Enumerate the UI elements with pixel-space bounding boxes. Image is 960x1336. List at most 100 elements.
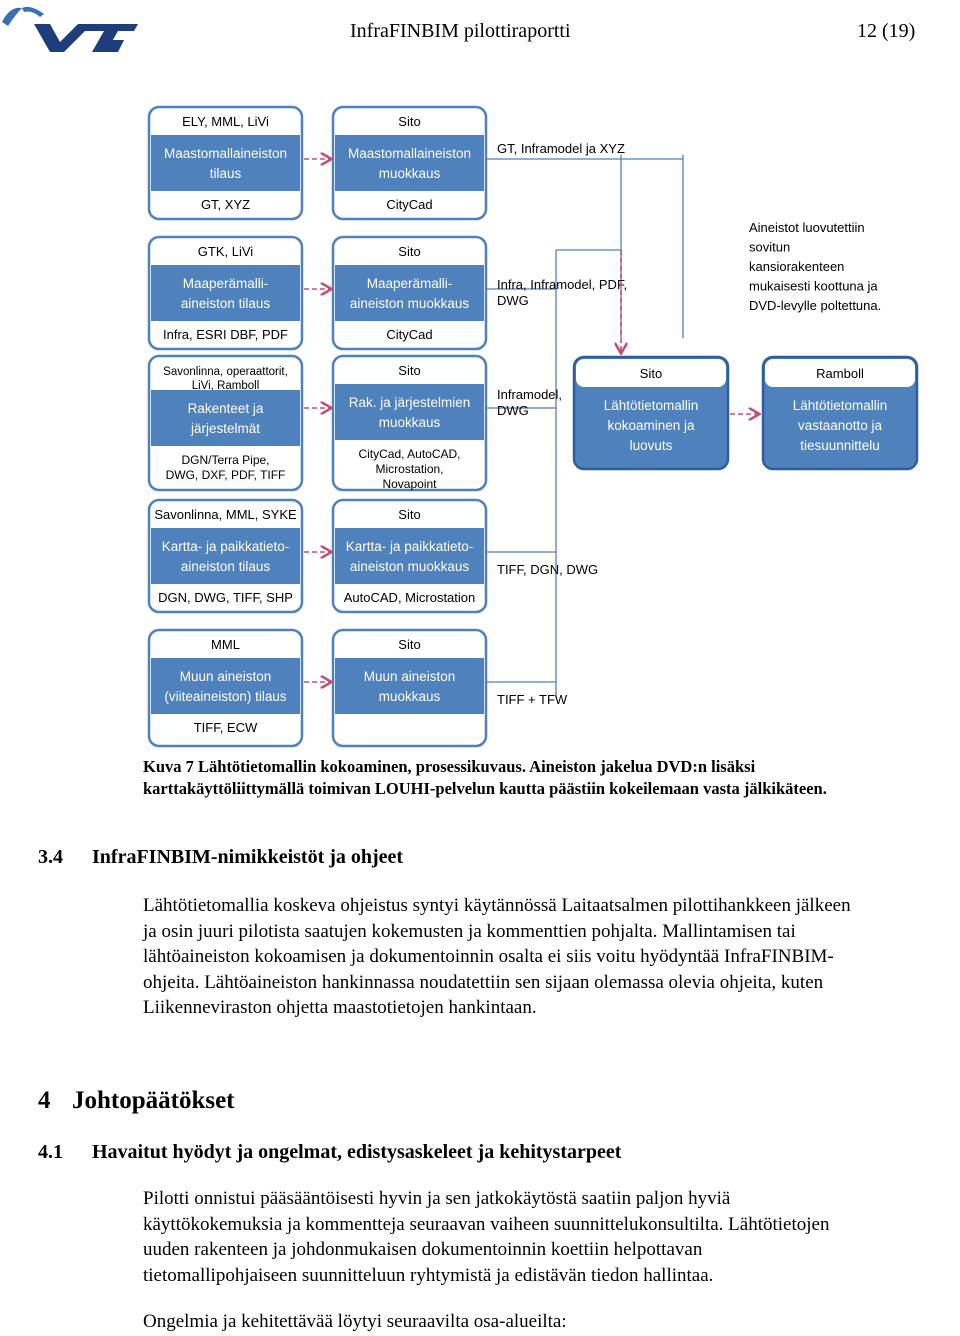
delivery-note: sovitun	[749, 240, 790, 255]
final-card-task: luovuts	[630, 438, 673, 453]
section-4-1-last-line: Ongelmia ja kehitettävää löytyi seuraavi…	[143, 1311, 567, 1332]
card-task: aineiston muokkaus	[350, 559, 470, 574]
card-task: aineiston tilaus	[181, 559, 271, 574]
card-organization: Sito	[398, 244, 420, 259]
final-card-task: vastaanotto ja	[798, 418, 883, 433]
delivery-note: Aineistot luovutettiin	[749, 220, 865, 235]
card-task: Maaperämalli-	[367, 276, 453, 291]
final-card-task: kokoaminen ja	[607, 418, 695, 433]
vtt-logo	[2, 6, 138, 52]
card-task-band	[335, 265, 484, 321]
card-task: tilaus	[210, 166, 242, 181]
card-task: aineiston muokkaus	[350, 296, 470, 311]
card-formats: DGN, DWG, TIFF, SHP	[158, 590, 293, 605]
card-organization: Sito	[398, 637, 420, 652]
section-title: Havaitut hyödyt ja ongelmat, edistysaske…	[92, 1141, 622, 1163]
card-organization: Sito	[398, 363, 420, 378]
card-task: aineiston tilaus	[181, 296, 271, 311]
card-task-band	[335, 658, 484, 714]
card-task: Kartta- ja paikkatieto-	[346, 539, 474, 554]
section-number: 3.4	[38, 846, 63, 868]
caption-line: Kuva 7 Lähtötietomallin kokoaminen, pros…	[143, 757, 756, 776]
card-formats: CityCad	[386, 327, 432, 342]
card-task-band	[151, 528, 300, 584]
section-heading-3-4: 3.4 InfraFINBIM-nimikkeistöt ja ohjeet	[38, 846, 403, 869]
format-label: TIFF, DGN, DWG	[497, 562, 598, 577]
card-task: Muun aineiston	[364, 669, 456, 684]
card-task-band	[151, 135, 300, 191]
card-task: Rak. ja järjestelmien	[349, 395, 471, 410]
card-organization: Sito	[398, 114, 420, 129]
delivery-note: kansiorakenteen	[749, 259, 844, 274]
card-task: muokkaus	[379, 415, 441, 430]
card-organization: MML	[211, 637, 240, 652]
card-task: (viiteaineiston) tilaus	[164, 689, 287, 704]
final-card-header	[576, 359, 726, 387]
section-4-1-paragraph: Pilotti onnistui pääsääntöisesti hyvin j…	[143, 1186, 960, 1288]
format-label: TIFF + TFW	[497, 692, 568, 707]
card-task-band	[151, 265, 300, 321]
format-label: Infra, Inframodel, PDF,	[497, 277, 627, 292]
card-formats: GT, XYZ	[201, 197, 250, 212]
card-formats: DWG, DXF, PDF, TIFF	[166, 468, 286, 482]
card-formats: CityCad, AutoCAD,	[358, 447, 460, 461]
format-label: DWG	[497, 403, 529, 418]
card-task: muokkaus	[379, 689, 441, 704]
card-task-band	[151, 390, 300, 446]
final-card-organization: Ramboll	[816, 366, 864, 381]
final-card-organization: Sito	[640, 366, 662, 381]
paragraph-line: ohjeita. Lähtöaineiston hankinnassa noud…	[143, 971, 824, 993]
card-formats: CityCad	[386, 197, 432, 212]
delivery-note: DVD-levylle poltettuna.	[749, 298, 881, 313]
paragraph-line: Pilotti onnistui pääsääntöisesti hyvin j…	[143, 1188, 731, 1209]
paragraph-line: Liikenneviraston ohjetta maastotietojen …	[143, 997, 537, 1018]
format-label: Inframodel,	[497, 387, 562, 402]
card-formats: Infra, ESRI DBF, PDF	[163, 327, 288, 342]
caption-line: karttakäyttöliittymällä toimivan LOUHI-p…	[143, 779, 827, 798]
process-diagram: ELY, MML, LiViMaastomallaineistontilausG…	[147, 105, 919, 748]
section-3-4-paragraph: Lähtötietomallia koskeva ohjeistus synty…	[143, 893, 960, 1021]
paragraph-line: ja osin juuri pilotista saatujen kokemus…	[143, 920, 796, 942]
card-formats: AutoCAD, Microstation	[344, 590, 476, 605]
card-task: Maaperämalli-	[183, 276, 269, 291]
card-formats: TIFF, ECW	[194, 720, 258, 735]
chapter-title: Johtopäätökset	[72, 1087, 235, 1114]
paragraph-line: uuden rakenteen ja johdonmukaisen dokume…	[143, 1239, 703, 1260]
card-organization: Savonlinna, operaattorit,	[163, 366, 288, 378]
card-task-band	[151, 658, 300, 714]
paragraph-line: lähtöaineiston kokoamisen ja dokumentoin…	[143, 946, 834, 967]
final-card-task: Lähtötietomallin	[604, 398, 699, 413]
card-formats: DGN/Terra Pipe,	[181, 453, 269, 467]
format-label: GT, Inframodel ja XYZ	[497, 141, 625, 156]
report-title: InfraFINBIM pilottiraportti	[350, 20, 571, 42]
figure-caption: Kuva 7 Lähtötietomallin kokoaminen, pros…	[143, 756, 903, 800]
card-task: Kartta- ja paikkatieto-	[162, 539, 290, 554]
card-organization: LiVi, Ramboll	[192, 380, 260, 392]
paragraph-line: käyttökokemuksia ja kommentteja seuraava…	[143, 1213, 830, 1235]
section-number: 4.1	[38, 1141, 63, 1163]
card-task-band	[335, 528, 484, 584]
paragraph-line: Lähtötietomallia koskeva ohjeistus synty…	[143, 895, 851, 916]
card-task: muokkaus	[379, 166, 441, 181]
card-formats: Novapoint	[382, 477, 437, 491]
card-task: Muun aineiston	[180, 669, 272, 684]
card-organization: Savonlinna, MML, SYKE	[154, 507, 297, 522]
card-formats: Microstation,	[375, 462, 443, 476]
card-task: Rakenteet ja	[188, 401, 264, 416]
section-title: InfraFINBIM-nimikkeistöt ja ohjeet	[92, 846, 404, 868]
chapter-number: 4	[38, 1087, 51, 1114]
section-heading-4-1: 4.1 Havaitut hyödyt ja ongelmat, edistysa…	[38, 1141, 621, 1164]
delivery-note: mukaisesti koottuna ja	[749, 279, 878, 294]
card-task: järjestelmät	[190, 421, 260, 436]
final-card-task: tiesuunnittelu	[800, 438, 880, 453]
format-label: DWG	[497, 293, 529, 308]
page-number: 12 (19)	[857, 20, 916, 42]
card-task-band	[335, 384, 484, 440]
final-card-task: Lähtötietomallin	[793, 398, 888, 413]
card-organization: ELY, MML, LiVi	[182, 114, 269, 129]
final-card-header	[765, 359, 915, 387]
card-organization: Sito	[398, 507, 420, 522]
chapter-heading-4: 4 Johtopäätökset	[38, 1087, 235, 1115]
card-task-band	[335, 135, 484, 191]
card-task: Maastomallaineiston	[164, 146, 287, 161]
